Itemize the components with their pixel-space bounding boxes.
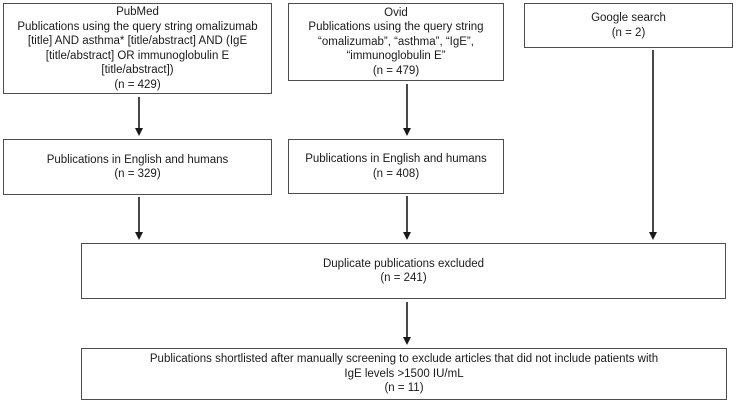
arrow-duplicates-to-shortlisted xyxy=(403,302,411,345)
flow-box-ovid: Ovid Publications using the query string… xyxy=(288,3,504,81)
box-text-line: Publications in English and humans xyxy=(305,153,487,165)
box-count: (n = 11) xyxy=(384,382,424,395)
box-text-line: IgE levels >1500 IU/mL xyxy=(344,367,464,380)
flow-box-english-humans-ovid: Publications in English and humans (n = … xyxy=(288,139,504,194)
box-text-line: [title/abstract] OR immunoglobulin E xyxy=(45,49,230,62)
box-text-line: Publications in English and humans xyxy=(46,153,229,166)
box-count: (n = 329) xyxy=(114,168,161,180)
flow-box-english-humans-pubmed: Publications in English and humans (n = … xyxy=(3,139,272,195)
box-text-line: Publications using the query string omal… xyxy=(17,20,258,33)
arrow-google-to-duplicates xyxy=(649,50,657,240)
box-text-line: Duplicate publications excluded xyxy=(322,257,485,270)
box-text-line: PubMed xyxy=(116,6,159,18)
box-text-line: [title/abstract]) xyxy=(101,64,174,76)
box-text-line: “immunoglobulin E” xyxy=(346,50,446,63)
arrow-english-ovid-to-duplicates xyxy=(403,196,411,240)
box-text-line: Publications using the query string xyxy=(308,21,484,34)
box-text-line: Publications shortlisted after manually … xyxy=(149,353,659,366)
box-count: (n = 429) xyxy=(114,78,161,91)
box-text-line: “omalizumab”, “asthma”, “IgE”, xyxy=(318,35,474,48)
box-text-line: Google search xyxy=(591,12,666,24)
arrow-english-pubmed-to-duplicates xyxy=(135,197,143,240)
box-count: (n = 2) xyxy=(611,26,646,39)
flow-box-pubmed: PubMed Publications using the query stri… xyxy=(3,3,272,94)
box-count: (n = 241) xyxy=(380,272,427,284)
box-count: (n = 479) xyxy=(372,64,420,77)
flow-box-google-search: Google search (n = 2) xyxy=(524,3,733,48)
flow-box-duplicates-excluded: Duplicate publications excluded (n = 241… xyxy=(81,243,726,299)
box-text-line: Ovid xyxy=(384,6,408,19)
box-text-line: [title] AND asthma* [title/abstract] AND… xyxy=(27,35,248,47)
box-count: (n = 408) xyxy=(372,167,420,180)
flow-box-shortlisted: Publications shortlisted after manually … xyxy=(81,348,727,400)
arrow-ovid-to-english xyxy=(403,84,411,136)
arrow-pubmed-to-english xyxy=(135,97,143,136)
